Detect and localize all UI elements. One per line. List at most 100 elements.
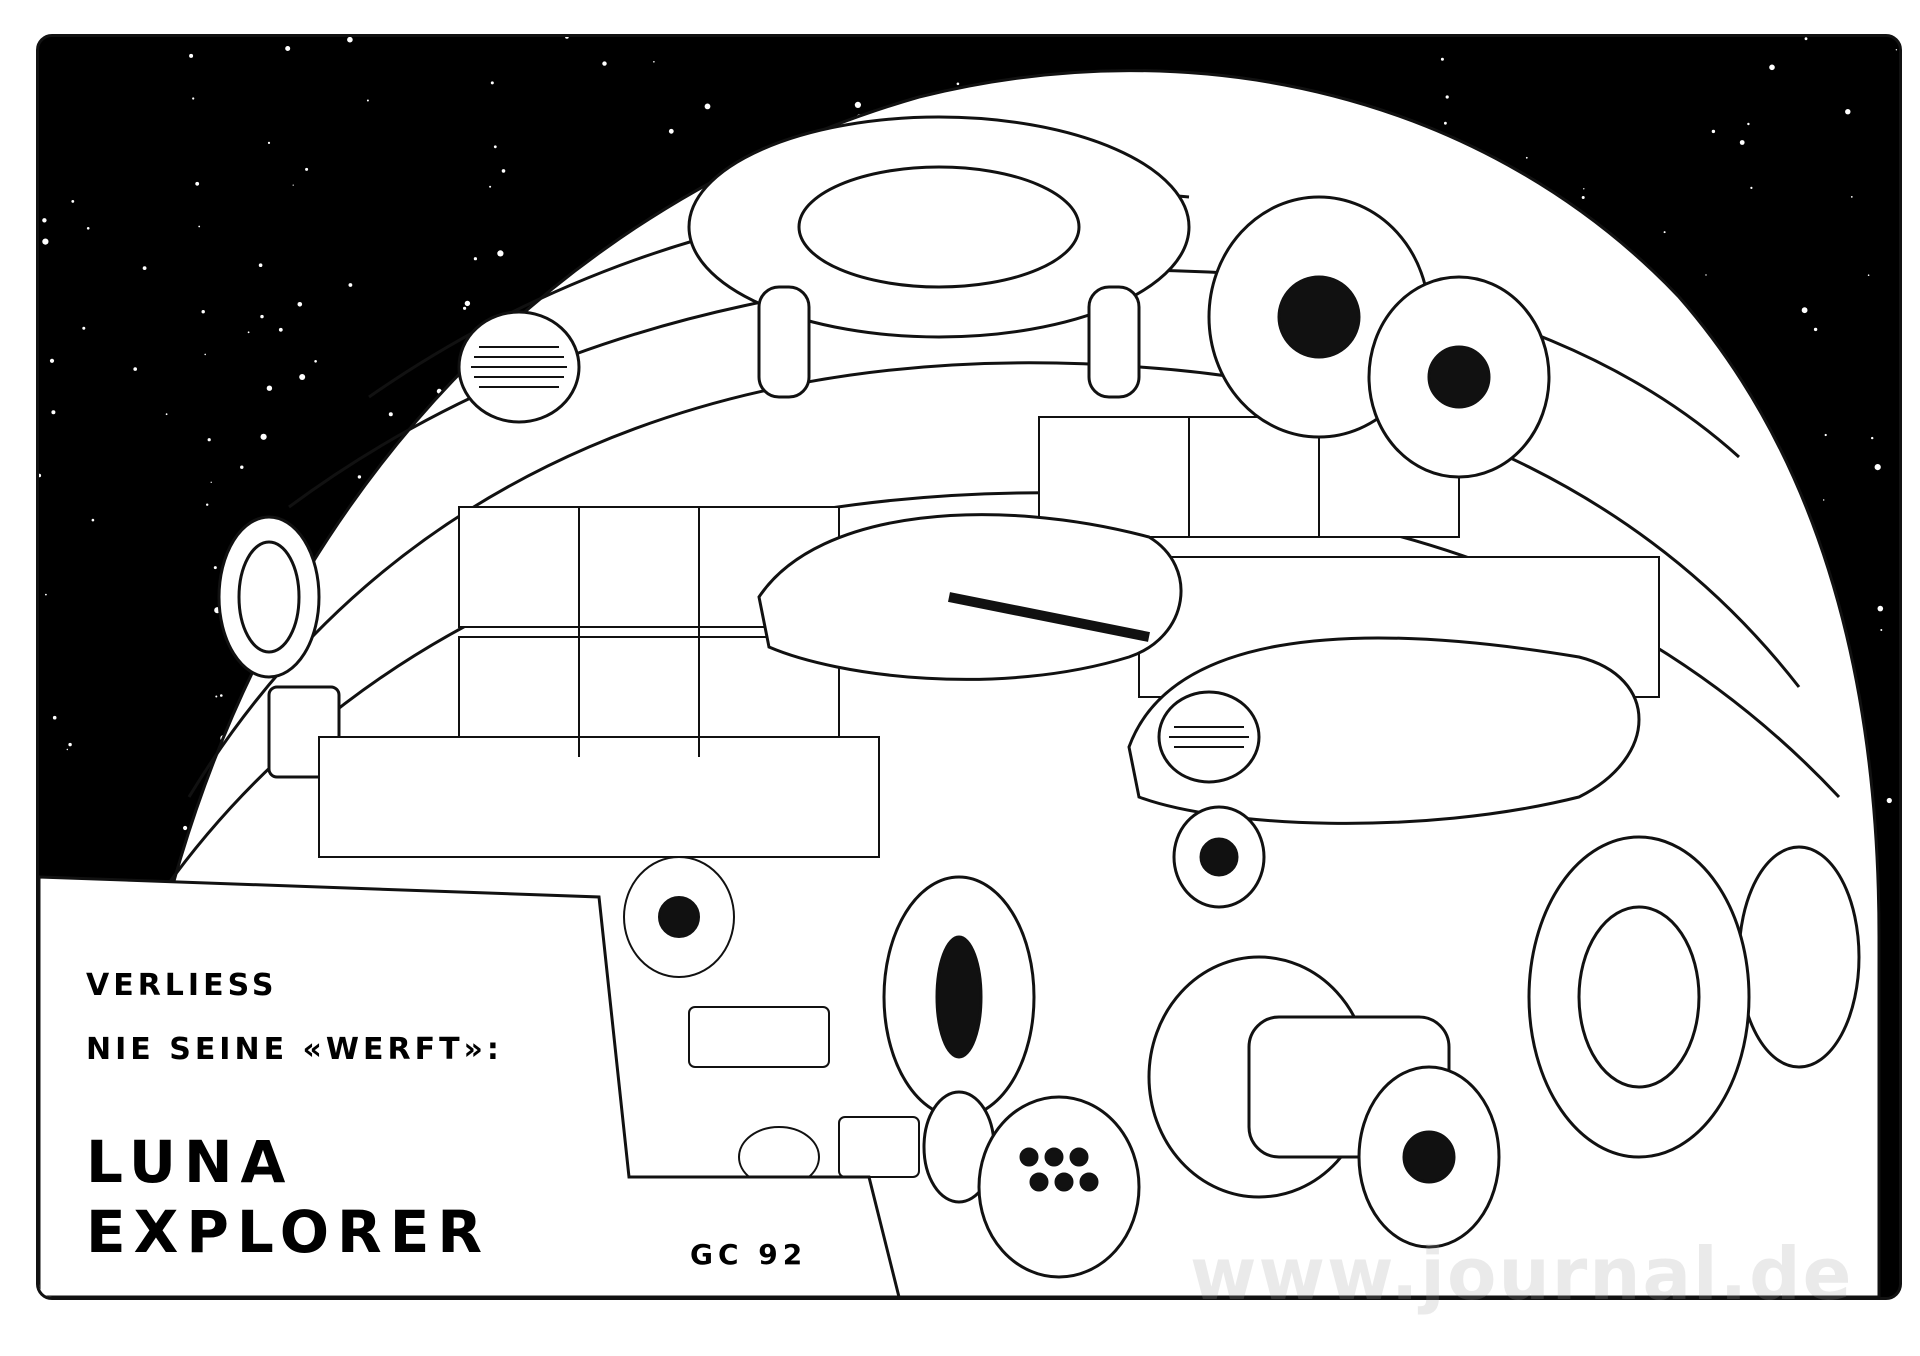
star bbox=[1583, 188, 1585, 190]
star bbox=[1880, 629, 1883, 631]
star bbox=[45, 593, 47, 596]
artist-code: GC 92 bbox=[690, 1238, 808, 1271]
star bbox=[1801, 307, 1808, 314]
shuttle-craft bbox=[757, 513, 1641, 825]
command-module bbox=[687, 115, 1551, 479]
star bbox=[1711, 129, 1716, 134]
star bbox=[220, 694, 223, 697]
star bbox=[195, 181, 200, 186]
star bbox=[489, 185, 492, 188]
star bbox=[956, 82, 960, 86]
star bbox=[49, 358, 55, 363]
star bbox=[1739, 140, 1745, 145]
star bbox=[357, 475, 362, 479]
star bbox=[215, 695, 218, 698]
star bbox=[473, 257, 477, 261]
illustration-frame bbox=[36, 34, 1902, 1300]
star bbox=[207, 438, 211, 442]
star bbox=[299, 374, 306, 380]
star bbox=[52, 715, 57, 720]
star bbox=[854, 101, 862, 108]
star bbox=[51, 410, 56, 415]
star bbox=[165, 413, 168, 416]
star bbox=[653, 61, 655, 63]
star bbox=[1747, 122, 1750, 126]
star bbox=[1871, 436, 1874, 440]
star bbox=[198, 225, 201, 228]
star bbox=[1705, 274, 1707, 276]
engine-assembly bbox=[1147, 805, 1501, 1249]
star bbox=[1444, 121, 1447, 125]
star bbox=[1886, 797, 1892, 804]
star bbox=[493, 145, 497, 149]
star bbox=[297, 302, 303, 307]
star bbox=[71, 200, 75, 203]
star bbox=[1823, 499, 1825, 501]
star bbox=[266, 385, 273, 391]
star bbox=[91, 518, 95, 522]
interior-decks bbox=[318, 416, 1660, 858]
star bbox=[258, 263, 263, 267]
station-cutaway-illustration bbox=[39, 37, 1898, 1297]
star bbox=[1750, 186, 1753, 189]
star bbox=[704, 103, 711, 110]
star bbox=[66, 748, 68, 751]
star bbox=[602, 61, 607, 66]
star bbox=[497, 250, 504, 257]
star bbox=[388, 412, 393, 417]
reactor-core bbox=[882, 875, 1141, 1279]
star bbox=[1867, 274, 1870, 276]
star bbox=[189, 53, 194, 58]
star bbox=[86, 227, 90, 230]
star bbox=[39, 473, 42, 478]
star bbox=[565, 37, 569, 39]
star bbox=[210, 481, 212, 483]
star bbox=[278, 327, 283, 332]
caption-line-2: NIE SEINE «WERFT»: bbox=[86, 1032, 503, 1067]
star bbox=[1895, 49, 1898, 51]
star bbox=[68, 742, 72, 747]
star bbox=[260, 433, 267, 440]
star bbox=[213, 566, 217, 570]
star bbox=[348, 283, 353, 287]
star bbox=[82, 326, 86, 330]
title-line-1: LUNA bbox=[86, 1128, 294, 1196]
star bbox=[1804, 37, 1808, 41]
star bbox=[1874, 464, 1881, 471]
star bbox=[201, 310, 205, 314]
star bbox=[314, 360, 317, 363]
star bbox=[247, 331, 250, 334]
star bbox=[42, 238, 49, 245]
star bbox=[501, 169, 506, 173]
star bbox=[1813, 327, 1818, 332]
title-line-2: EXPLORER bbox=[86, 1198, 490, 1266]
star bbox=[305, 167, 309, 171]
star bbox=[490, 81, 494, 85]
star bbox=[260, 314, 264, 319]
star bbox=[1850, 196, 1853, 198]
star bbox=[192, 97, 195, 100]
star bbox=[42, 218, 47, 223]
star bbox=[1440, 57, 1444, 61]
star bbox=[1845, 109, 1851, 115]
star bbox=[464, 300, 471, 307]
star bbox=[463, 306, 467, 310]
star bbox=[668, 128, 674, 134]
caption-panel bbox=[39, 875, 901, 1297]
star bbox=[1877, 605, 1884, 612]
star bbox=[285, 46, 291, 51]
star bbox=[292, 184, 294, 186]
star bbox=[183, 825, 188, 831]
star bbox=[206, 503, 209, 506]
star bbox=[1824, 433, 1827, 437]
star bbox=[240, 465, 244, 469]
star bbox=[133, 367, 137, 371]
watermark: www.journal.de bbox=[1190, 1232, 1854, 1316]
star bbox=[142, 266, 147, 270]
star bbox=[347, 37, 353, 43]
star bbox=[1663, 231, 1666, 234]
star bbox=[1525, 156, 1528, 159]
left-machinery bbox=[623, 856, 920, 1188]
star bbox=[267, 141, 271, 144]
star bbox=[1445, 95, 1449, 99]
